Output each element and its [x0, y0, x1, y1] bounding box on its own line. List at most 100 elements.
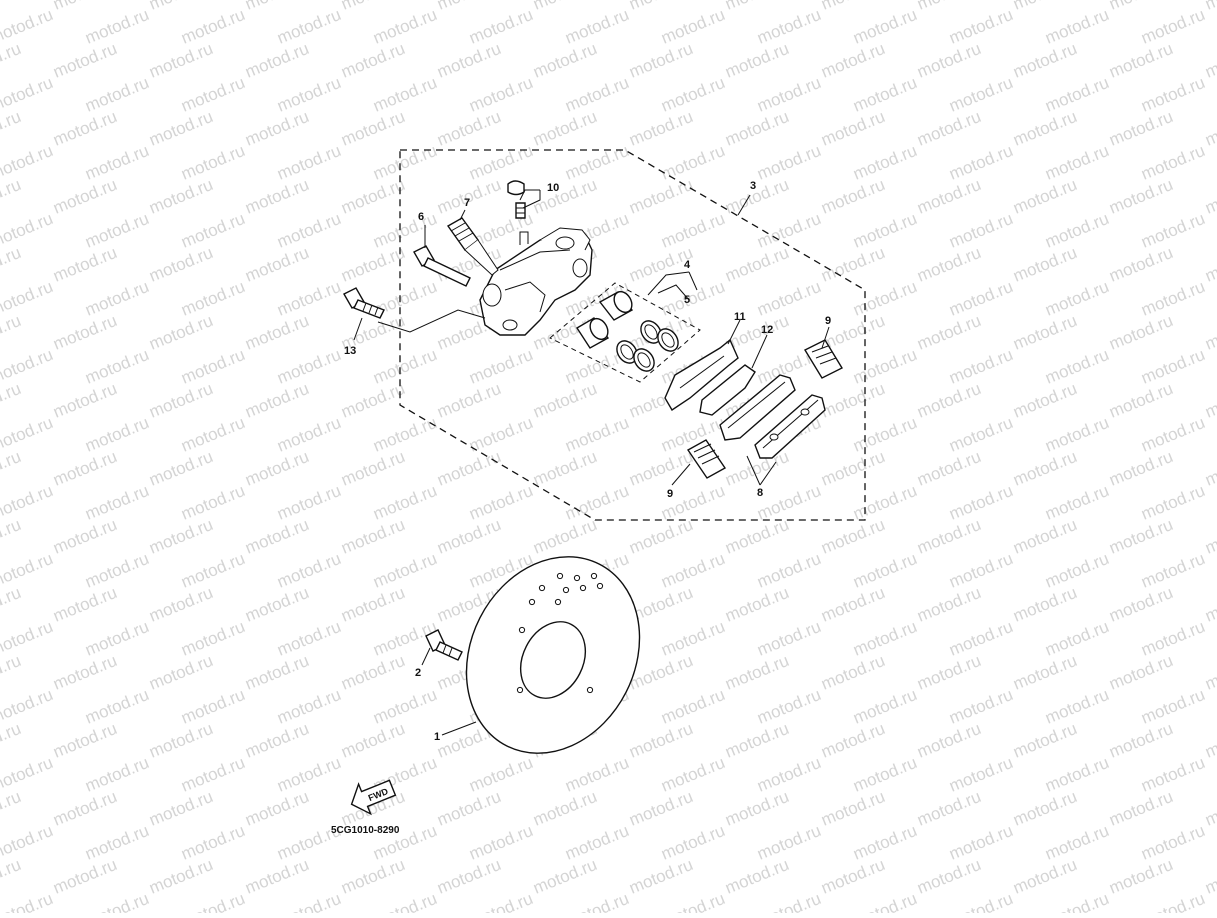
watermark-text: motod.ru — [1138, 753, 1207, 796]
watermark-text: motod.ru — [338, 379, 407, 422]
watermark-text: motod.ru — [1138, 141, 1207, 184]
pad-spring-upper[interactable] — [804, 339, 843, 379]
watermark-text: motod.ru — [562, 821, 631, 864]
disc-hole — [516, 686, 524, 694]
watermark-text: motod.ru — [466, 5, 535, 48]
watermark-text: motod.ru — [562, 481, 631, 524]
watermark-text: motod.ru — [530, 175, 599, 218]
watermark-text: motod.ru — [1042, 685, 1111, 728]
watermark-text: motod.ru — [178, 481, 247, 524]
watermark-text: motod.ru — [1138, 345, 1207, 388]
watermark-text: motod.ru — [50, 651, 119, 694]
watermark-text: motod.ru — [0, 787, 24, 830]
watermark-text: motod.ru — [50, 311, 119, 354]
watermark-text: motod.ru — [626, 175, 695, 218]
caliper-bolt[interactable] — [413, 245, 471, 287]
watermark-text: motod.ru — [626, 787, 695, 830]
mounting-bolt[interactable] — [343, 287, 385, 319]
watermark-text: motod.ru — [338, 719, 407, 762]
watermark-text: motod.ru — [818, 583, 887, 626]
watermark-text: motod.ru — [1042, 5, 1111, 48]
watermark-text: motod.ru — [82, 277, 151, 320]
piston-upper[interactable] — [598, 288, 635, 321]
watermark-text: motod.ru — [50, 447, 119, 490]
watermark-text: motod.ru — [1138, 73, 1207, 116]
bleed-screw[interactable] — [515, 202, 526, 219]
watermark-text: motod.ru — [1106, 515, 1175, 558]
watermark-text: motod.ru — [1042, 209, 1111, 252]
pad-spring-lower[interactable] — [686, 439, 727, 479]
watermark-text: motod.ru — [626, 447, 695, 490]
watermark-text: motod.ru — [178, 277, 247, 320]
watermark-text: motod.ru — [530, 0, 599, 14]
fwd-arrow: FWD — [350, 779, 397, 816]
watermark-text: motod.ru — [818, 39, 887, 82]
watermark-text: motod.ru — [242, 175, 311, 218]
leader-lines — [353, 189, 830, 736]
watermark-text: motod.ru — [338, 651, 407, 694]
watermark-text: motod.ru — [370, 481, 439, 524]
watermark-text: motod.ru — [1042, 821, 1111, 864]
watermark-text: motod.ru — [562, 73, 631, 116]
watermark-text: motod.ru — [0, 107, 24, 150]
caliper-body[interactable] — [479, 227, 593, 336]
watermark-text: motod.ru — [946, 549, 1015, 592]
watermark-text: motod.ru — [146, 0, 215, 14]
watermark-text: motod.ru — [1202, 515, 1217, 558]
disc-bolt[interactable] — [425, 629, 463, 661]
watermark-text: motod.ru — [1106, 0, 1175, 14]
watermark-text: motod.ru — [274, 141, 343, 184]
disc-hole — [579, 584, 587, 592]
watermark-text: motod.ru — [146, 719, 215, 762]
watermark-text: motod.ru — [946, 889, 1015, 913]
watermark-text: motod.ru — [178, 821, 247, 864]
watermark-text: motod.ru — [1010, 39, 1079, 82]
watermark-text: motod.ru — [946, 345, 1015, 388]
piston-lower[interactable] — [576, 315, 611, 349]
disc-hole — [562, 586, 570, 594]
watermark-text: motod.ru — [946, 73, 1015, 116]
watermark-text: motod.ru — [466, 821, 535, 864]
watermark-text: motod.ru — [178, 753, 247, 796]
watermark-text: motod.ru — [370, 209, 439, 252]
watermark-text: motod.ru — [818, 787, 887, 830]
pad-spacer[interactable] — [699, 364, 756, 416]
watermark-text: motod.ru — [1042, 277, 1111, 320]
piston-seals[interactable] — [613, 317, 683, 375]
watermark-text: motod.ru — [1138, 549, 1207, 592]
watermark-text: motod.ru — [1042, 889, 1111, 913]
watermark-text: motod.ru — [722, 583, 791, 626]
watermark-text: motod.ru — [818, 515, 887, 558]
disc-hole — [586, 686, 594, 694]
watermark-text: motod.ru — [754, 73, 823, 116]
watermark-text: motod.ru — [562, 889, 631, 913]
brake-pads[interactable] — [719, 374, 826, 459]
bleed-cap[interactable] — [507, 180, 525, 196]
watermark-text: motod.ru — [178, 5, 247, 48]
watermark-text: motod.ru — [1010, 311, 1079, 354]
callout-11: 11 — [734, 311, 746, 323]
watermark-text: motod.ru — [1202, 447, 1217, 490]
watermark-text: motod.ru — [466, 345, 535, 388]
watermark-text: motod.ru — [754, 685, 823, 728]
watermark-text: motod.ru — [242, 787, 311, 830]
watermark-text: motod.ru — [850, 685, 919, 728]
watermark-text: motod.ru — [1042, 753, 1111, 796]
watermark-text: motod.ru — [1106, 175, 1175, 218]
pad-shim[interactable] — [664, 338, 739, 411]
watermark-text: motod.ru — [274, 5, 343, 48]
watermark-text: motod.ru — [914, 0, 983, 14]
watermark-text: motod.ru — [946, 753, 1015, 796]
callout-1: 1 — [434, 731, 440, 743]
watermark-text: motod.ru — [274, 481, 343, 524]
watermark-text: motod.ru — [50, 787, 119, 830]
watermark-text: motod.ru — [722, 855, 791, 898]
watermark-text: motod.ru — [50, 583, 119, 626]
watermark-text: motod.ru — [530, 107, 599, 150]
brake-disc[interactable] — [434, 527, 673, 783]
callout-2: 2 — [415, 667, 421, 679]
caliper-pin-boot[interactable] — [446, 217, 499, 276]
watermark-text: motod.ru — [370, 73, 439, 116]
watermark-text: motod.ru — [1202, 787, 1217, 830]
callout-9-upper: 9 — [825, 315, 831, 327]
